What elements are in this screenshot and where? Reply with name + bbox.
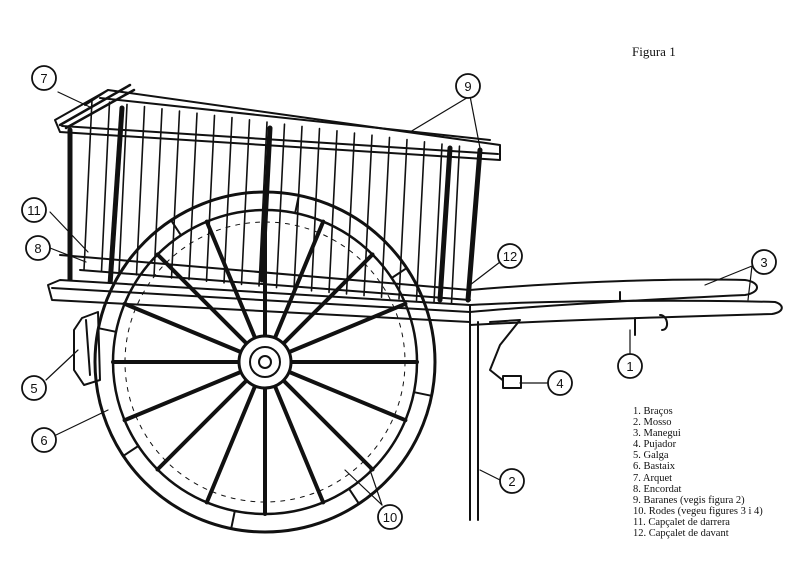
legend: 1. Braços 2. Mosso 3. Manegui 4. Pujador… — [633, 406, 763, 539]
rail-slat — [275, 123, 286, 289]
wheel-spoke — [122, 369, 243, 423]
felloe-joint — [413, 391, 433, 397]
wheel-spoke — [204, 384, 258, 505]
legend-item: 7. Arquet — [633, 472, 673, 484]
legend-item: 8. Encordat — [633, 483, 682, 495]
wheel-spoke — [155, 378, 249, 472]
wheel-spoke — [287, 369, 408, 423]
callout-circle — [25, 235, 51, 261]
rail-slat — [450, 145, 461, 305]
arquet-bar — [58, 83, 136, 130]
wheel — [93, 190, 437, 534]
wheel-spoke — [287, 301, 408, 355]
legend-item: 4. Pujador — [633, 439, 677, 451]
legend-item: 3. Manegui — [633, 428, 681, 440]
callout-number: 9 — [464, 79, 471, 94]
rail-slat — [188, 112, 198, 281]
felloe-joint — [348, 487, 360, 505]
legend-item: 12. Capçalet de davant — [633, 528, 729, 540]
callout-leaders — [45, 91, 753, 506]
felloe-joint — [294, 194, 300, 214]
rail-slat — [398, 138, 408, 300]
callout-circle — [455, 73, 481, 99]
rail-slat — [205, 114, 216, 283]
wheel-spoke — [272, 219, 326, 340]
rail-slat — [170, 110, 181, 279]
rail-slat — [310, 127, 321, 292]
callout-number: 6 — [40, 433, 47, 448]
callout-circle — [499, 468, 525, 494]
callout-circle — [31, 427, 57, 453]
callout-number: 11 — [27, 203, 41, 218]
shafts — [469, 278, 783, 336]
legend-item: 10. Rodes (vegeu figures 3 i 4) — [633, 505, 763, 517]
callout-circle — [497, 243, 523, 269]
felloe-joint — [390, 267, 408, 279]
wheel-spoke — [122, 301, 243, 355]
rail-slat — [240, 119, 251, 286]
wheel-spoke — [272, 384, 326, 505]
rail-slat — [363, 134, 373, 297]
rail-slat — [415, 141, 426, 302]
rail-slat — [153, 108, 163, 278]
callout-circle — [751, 249, 777, 275]
rail-slat — [100, 101, 111, 273]
wheel-spoke — [281, 378, 375, 472]
felloe-joint — [170, 219, 182, 237]
legend-item: 6. Bastaix — [633, 461, 675, 473]
callout-number: 1 — [626, 359, 633, 374]
wheel-spoke — [155, 252, 249, 346]
callout-number: 10 — [383, 510, 397, 525]
felloe-joint — [122, 445, 140, 457]
legend-item: 11. Capçalet de darrera — [633, 516, 730, 528]
callout-number: 3 — [760, 255, 767, 270]
legend-item: 2. Mosso — [633, 417, 672, 429]
callout-circle — [617, 353, 643, 379]
callout-number: 8 — [34, 241, 41, 256]
callout-number: 5 — [30, 381, 37, 396]
rail-slat — [118, 103, 128, 275]
rail-slat — [380, 136, 391, 299]
figure-title: Figura 1 — [632, 44, 676, 59]
rail-slat — [223, 116, 233, 284]
rail-slat — [293, 125, 303, 291]
rail-slat — [258, 121, 268, 287]
rail-slats — [83, 99, 461, 305]
wheel-spoke — [281, 252, 375, 346]
legend-item: 9. Baranes (vegis figura 2) — [633, 494, 745, 506]
callout-circle — [31, 65, 57, 91]
callout-number: 7 — [40, 71, 47, 86]
galga-brake — [73, 311, 101, 386]
callout-circle — [21, 197, 47, 223]
legend-item: 1. Braços — [633, 406, 673, 417]
callout-number: 2 — [508, 474, 515, 489]
rail-slat — [328, 130, 338, 294]
felloe-joint — [230, 510, 236, 530]
callout-circle — [21, 375, 47, 401]
callout-number: 4 — [556, 376, 563, 391]
pujador — [489, 319, 522, 389]
rail-slat — [433, 143, 443, 303]
callout-circle — [377, 504, 403, 530]
wheel-spoke — [204, 219, 258, 340]
callout-circle — [547, 370, 573, 396]
legend-item: 5. Galga — [633, 450, 669, 462]
callout-number: 12 — [503, 249, 517, 264]
rail-slat — [83, 99, 93, 271]
felloe-joint — [97, 327, 117, 333]
rail-slat — [135, 105, 146, 276]
mosso-leg — [469, 319, 479, 521]
